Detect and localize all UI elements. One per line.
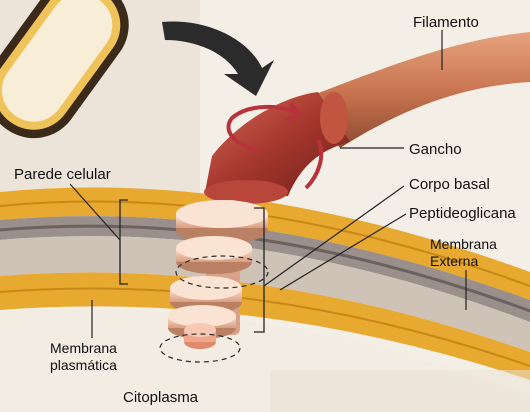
label-membrana-plasmatica-1: Membrana — [50, 340, 117, 357]
label-citoplasma: Citoplasma — [123, 389, 198, 407]
label-gancho: Gancho — [409, 141, 462, 159]
label-corpo-basal: Corpo basal — [409, 176, 490, 194]
label-membrana-plasmatica-2: plasmática — [50, 357, 117, 374]
label-peptideoglicana: Peptideoglicana — [409, 205, 516, 223]
ring-p — [176, 236, 252, 274]
label-membrana-externa-1: Membrana — [430, 236, 497, 253]
caption-strip — [270, 370, 530, 412]
label-filamento: Filamento — [413, 14, 479, 32]
basal-tip — [184, 323, 216, 349]
label-membrana-externa-2: Externa — [430, 253, 478, 270]
label-parede-celular: Parede celular — [14, 166, 111, 184]
